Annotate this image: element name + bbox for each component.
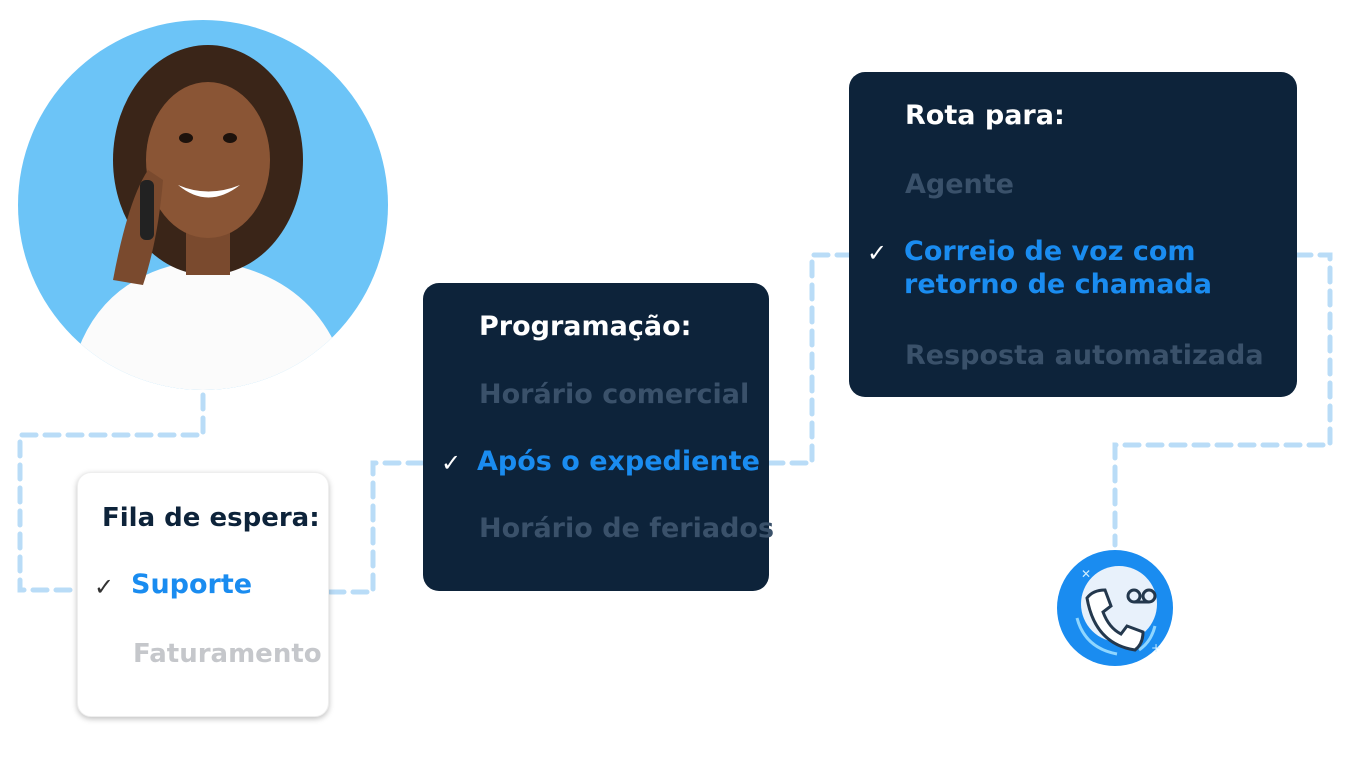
- voicemail-phone-icon: ✕ +: [1055, 548, 1175, 668]
- caller-avatar: [18, 20, 388, 390]
- svg-text:+: +: [1151, 641, 1161, 655]
- check-icon: ✓: [867, 239, 888, 267]
- check-icon: ✓: [441, 449, 462, 477]
- route-title: Rota para:: [905, 100, 1065, 131]
- route-card: Rota para: Agente ✓ Correio de voz com r…: [849, 72, 1297, 397]
- queue-card: Fila de espera: ✓ Suporte Faturamento: [77, 472, 329, 717]
- check-icon: ✓: [94, 573, 115, 601]
- queue-option-faturamento[interactable]: Faturamento: [133, 639, 322, 669]
- schedule-card: Programação: Horário comercial ✓ Após o …: [423, 283, 774, 591]
- route-option-agent[interactable]: Agente: [905, 169, 1014, 200]
- route-option-voicemail-line2[interactable]: retorno de chamada: [904, 269, 1212, 300]
- route-option-voicemail[interactable]: Correio de voz com: [904, 236, 1196, 267]
- schedule-option-after-hours[interactable]: Após o expediente: [477, 446, 760, 477]
- route-option-automated[interactable]: Resposta automatizada: [905, 340, 1264, 371]
- queue-option-suporte[interactable]: Suporte: [131, 569, 253, 600]
- schedule-option-business-hours[interactable]: Horário comercial: [479, 379, 750, 410]
- schedule-title: Programação:: [479, 311, 692, 342]
- svg-text:✕: ✕: [1081, 567, 1091, 581]
- queue-title: Fila de espera:: [102, 503, 320, 533]
- schedule-option-holidays[interactable]: Horário de feriados: [479, 513, 775, 544]
